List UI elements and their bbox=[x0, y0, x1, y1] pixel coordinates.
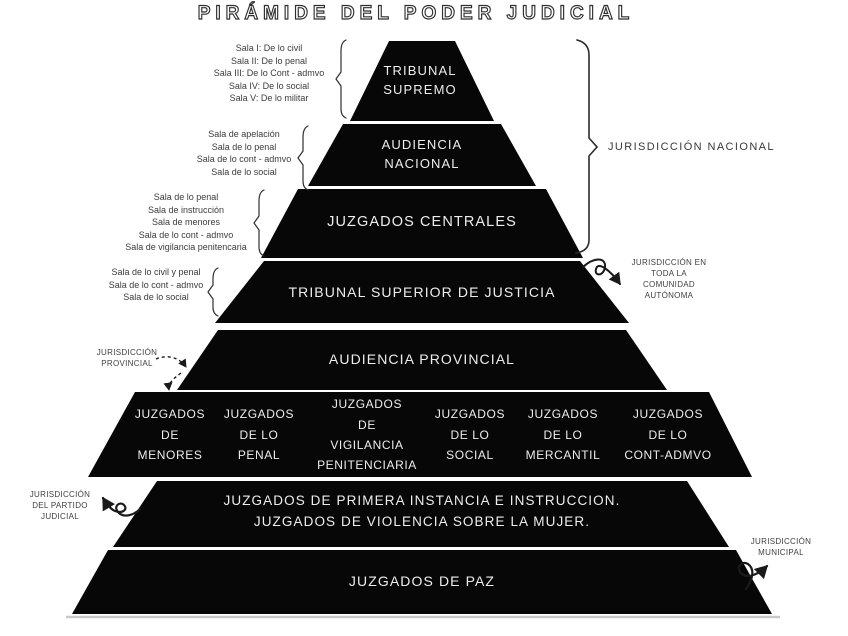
sala-line: Sala de lo social bbox=[123, 292, 189, 303]
arrow-jurisdiccion-partido bbox=[101, 496, 142, 517]
court-label-juzgados-de-lo-social: JUZGADOS DE LO SOCIAL bbox=[434, 407, 506, 463]
sala-line: Sala I: De lo civil bbox=[235, 43, 303, 53]
sala-line: Sala II: De lo penal bbox=[230, 55, 308, 66]
level-shape-primera-instancia bbox=[113, 481, 729, 547]
level-shape-tribunal-superior bbox=[215, 261, 629, 323]
level-shape-audiencia-nacional bbox=[308, 124, 536, 186]
caption-jurisdiccion-provincial: JURISDICCIÓN PROVINCIAL bbox=[96, 348, 158, 369]
sala-line: Sala III: De lo Cont - admvo bbox=[213, 68, 325, 79]
court-label-juzgados-de-menores: JUZGADOS DE MENORES bbox=[134, 407, 206, 463]
sala-line: Sala de lo cont - admvo bbox=[138, 229, 234, 240]
level-label-tribunal-supremo: TRIBUNAL SUPREMO bbox=[383, 63, 457, 97]
level-label-audiencia-provincial: AUDIENCIA PROVINCIAL bbox=[328, 350, 516, 367]
sala-line: Sala de instrucción bbox=[147, 204, 225, 215]
arrow-jurisdiccion-autonoma bbox=[582, 258, 621, 286]
court-label-juzgados-de-lo-mercantil: JUZGADOS DE LO MERCANTIL bbox=[525, 407, 601, 463]
level-shape-audiencia-provincial bbox=[177, 330, 667, 390]
sala-line: Sala de lo civil y penal bbox=[111, 267, 201, 277]
level-label-juzgados-de-paz: JUZGADOS DE PAZ bbox=[348, 572, 496, 589]
level-shape-juzgados-de-paz bbox=[72, 550, 772, 614]
level-shape-juzgados-especializados bbox=[88, 392, 752, 477]
sala-line: Sala de lo penal bbox=[211, 141, 277, 152]
brace-jurisdiccion-nacional bbox=[575, 39, 599, 254]
sala-line: Sala de lo penal bbox=[153, 192, 219, 202]
page-title: PIRÁMIDE DEL PODER JUDICIAL bbox=[197, 2, 635, 24]
sala-line: Sala V: De lo militar bbox=[229, 93, 309, 104]
caption-jurisdiccion-autonoma: JURISDICCIÓN EN TODA LA COMUNIDAD AUTÓNO… bbox=[631, 258, 707, 301]
level-label-primera-instancia: JUZGADOS DE PRIMERA INSTANCIA E INSTRUCC… bbox=[223, 493, 621, 529]
brace-tribunal-supremo bbox=[335, 39, 347, 119]
level-label-tribunal-superior: TRIBUNAL SUPERIOR DE JUSTICIA bbox=[288, 283, 556, 300]
arrow-jurisdiccion-provincial bbox=[155, 356, 187, 391]
court-label-juzgados-de-lo-penal: JUZGADOS DE LO PENAL bbox=[223, 407, 295, 463]
brace-audiencia-nacional bbox=[297, 125, 309, 191]
level-shape-juzgados-centrales bbox=[261, 189, 583, 258]
arrow-jurisdiccion-municipal bbox=[737, 561, 769, 591]
sala-line: Sala de lo social bbox=[211, 166, 277, 177]
sala-line: Sala de menores bbox=[151, 217, 221, 228]
sala-line: Sala de lo cont - admvo bbox=[196, 154, 292, 165]
court-label-juzgados-cont-admvo: JUZGADOS DE LO CONT-ADMVO bbox=[624, 407, 712, 463]
brace-juzgados-centrales bbox=[253, 189, 265, 257]
court-label-juzgados-vigilancia-penitenciaria: JUZGADOS DE VIGILANCIA PENITENCIARIA bbox=[317, 397, 417, 473]
sala-line: Sala IV: De lo social bbox=[228, 80, 310, 91]
sala-line: Sala de vigilancia penitencaria bbox=[125, 242, 247, 253]
level-label-juzgados-centrales: JUZGADOS CENTRALES bbox=[327, 214, 517, 231]
caption-jurisdiccion-municipal: JURISDICCIÓN MUNICIPAL bbox=[750, 537, 812, 558]
level-label-audiencia-nacional: AUDIENCIA NACIONAL bbox=[381, 137, 463, 171]
salas-tribunal-supremo: Sala I: De lo civil Sala II: De lo penal… bbox=[174, 42, 364, 105]
salas-audiencia-nacional: Sala de apelación Sala de lo penal Sala … bbox=[149, 128, 339, 178]
caption-jurisdiccion-partido: JURISDICCIÓN DEL PARTIDO JUDICIAL bbox=[29, 490, 91, 522]
sala-line: Sala de apelación bbox=[208, 129, 280, 139]
salas-tribunal-superior: Sala de lo civil y penal Sala de lo cont… bbox=[61, 266, 251, 304]
brace-tribunal-superior bbox=[207, 267, 219, 317]
caption-jurisdiccion-nacional: JURISDICCIÓN NACIONAL bbox=[608, 141, 775, 153]
sala-line: Sala de lo cont - admvo bbox=[108, 279, 204, 290]
salas-juzgados-centrales: Sala de lo penal Sala de instrucción Sal… bbox=[91, 191, 281, 254]
level-shape-tribunal-supremo bbox=[350, 41, 494, 121]
